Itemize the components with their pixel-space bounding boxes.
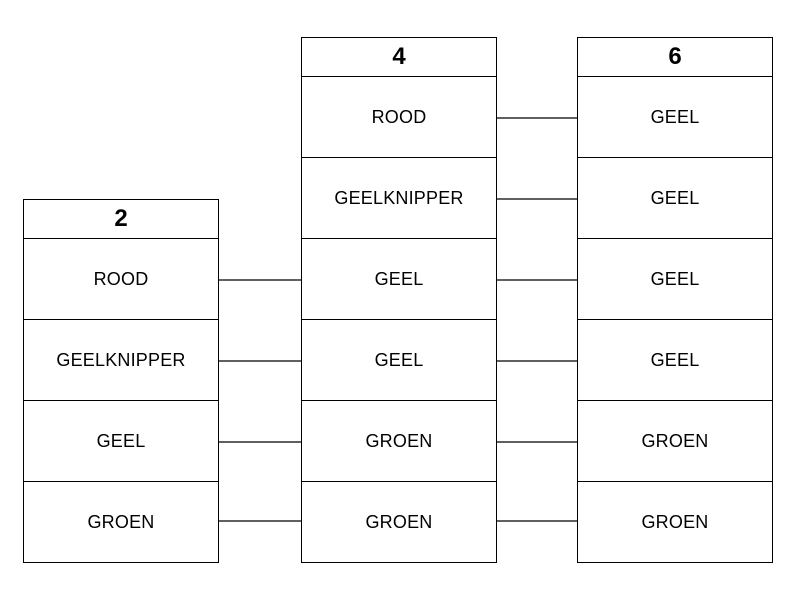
- column-cell: GEEL: [23, 401, 219, 482]
- column-header: 6: [577, 37, 773, 77]
- column-cell: GEEL: [301, 239, 497, 320]
- column-2: 2 ROOD GEELKNIPPER GEEL GROEN: [23, 199, 219, 563]
- column-header: 4: [301, 37, 497, 77]
- column-4: 4 ROOD GEELKNIPPER GEEL GEEL GROEN GROEN: [301, 37, 497, 563]
- column-header: 2: [23, 199, 219, 239]
- column-cell: GEEL: [577, 158, 773, 239]
- column-cell: GROEN: [301, 401, 497, 482]
- column-cell: ROOD: [301, 77, 497, 158]
- column-cell: GEELKNIPPER: [23, 320, 219, 401]
- column-cell: GEEL: [301, 320, 497, 401]
- column-cell: GEEL: [577, 77, 773, 158]
- column-cell: GROEN: [301, 482, 497, 563]
- column-cell: ROOD: [23, 239, 219, 320]
- column-cell: GROEN: [577, 401, 773, 482]
- column-6: 6 GEEL GEEL GEEL GEEL GROEN GROEN: [577, 37, 773, 563]
- column-cell: GEELKNIPPER: [301, 158, 497, 239]
- column-cell: GROEN: [577, 482, 773, 563]
- column-cell: GROEN: [23, 482, 219, 563]
- column-cell: GEEL: [577, 320, 773, 401]
- column-cell: GEEL: [577, 239, 773, 320]
